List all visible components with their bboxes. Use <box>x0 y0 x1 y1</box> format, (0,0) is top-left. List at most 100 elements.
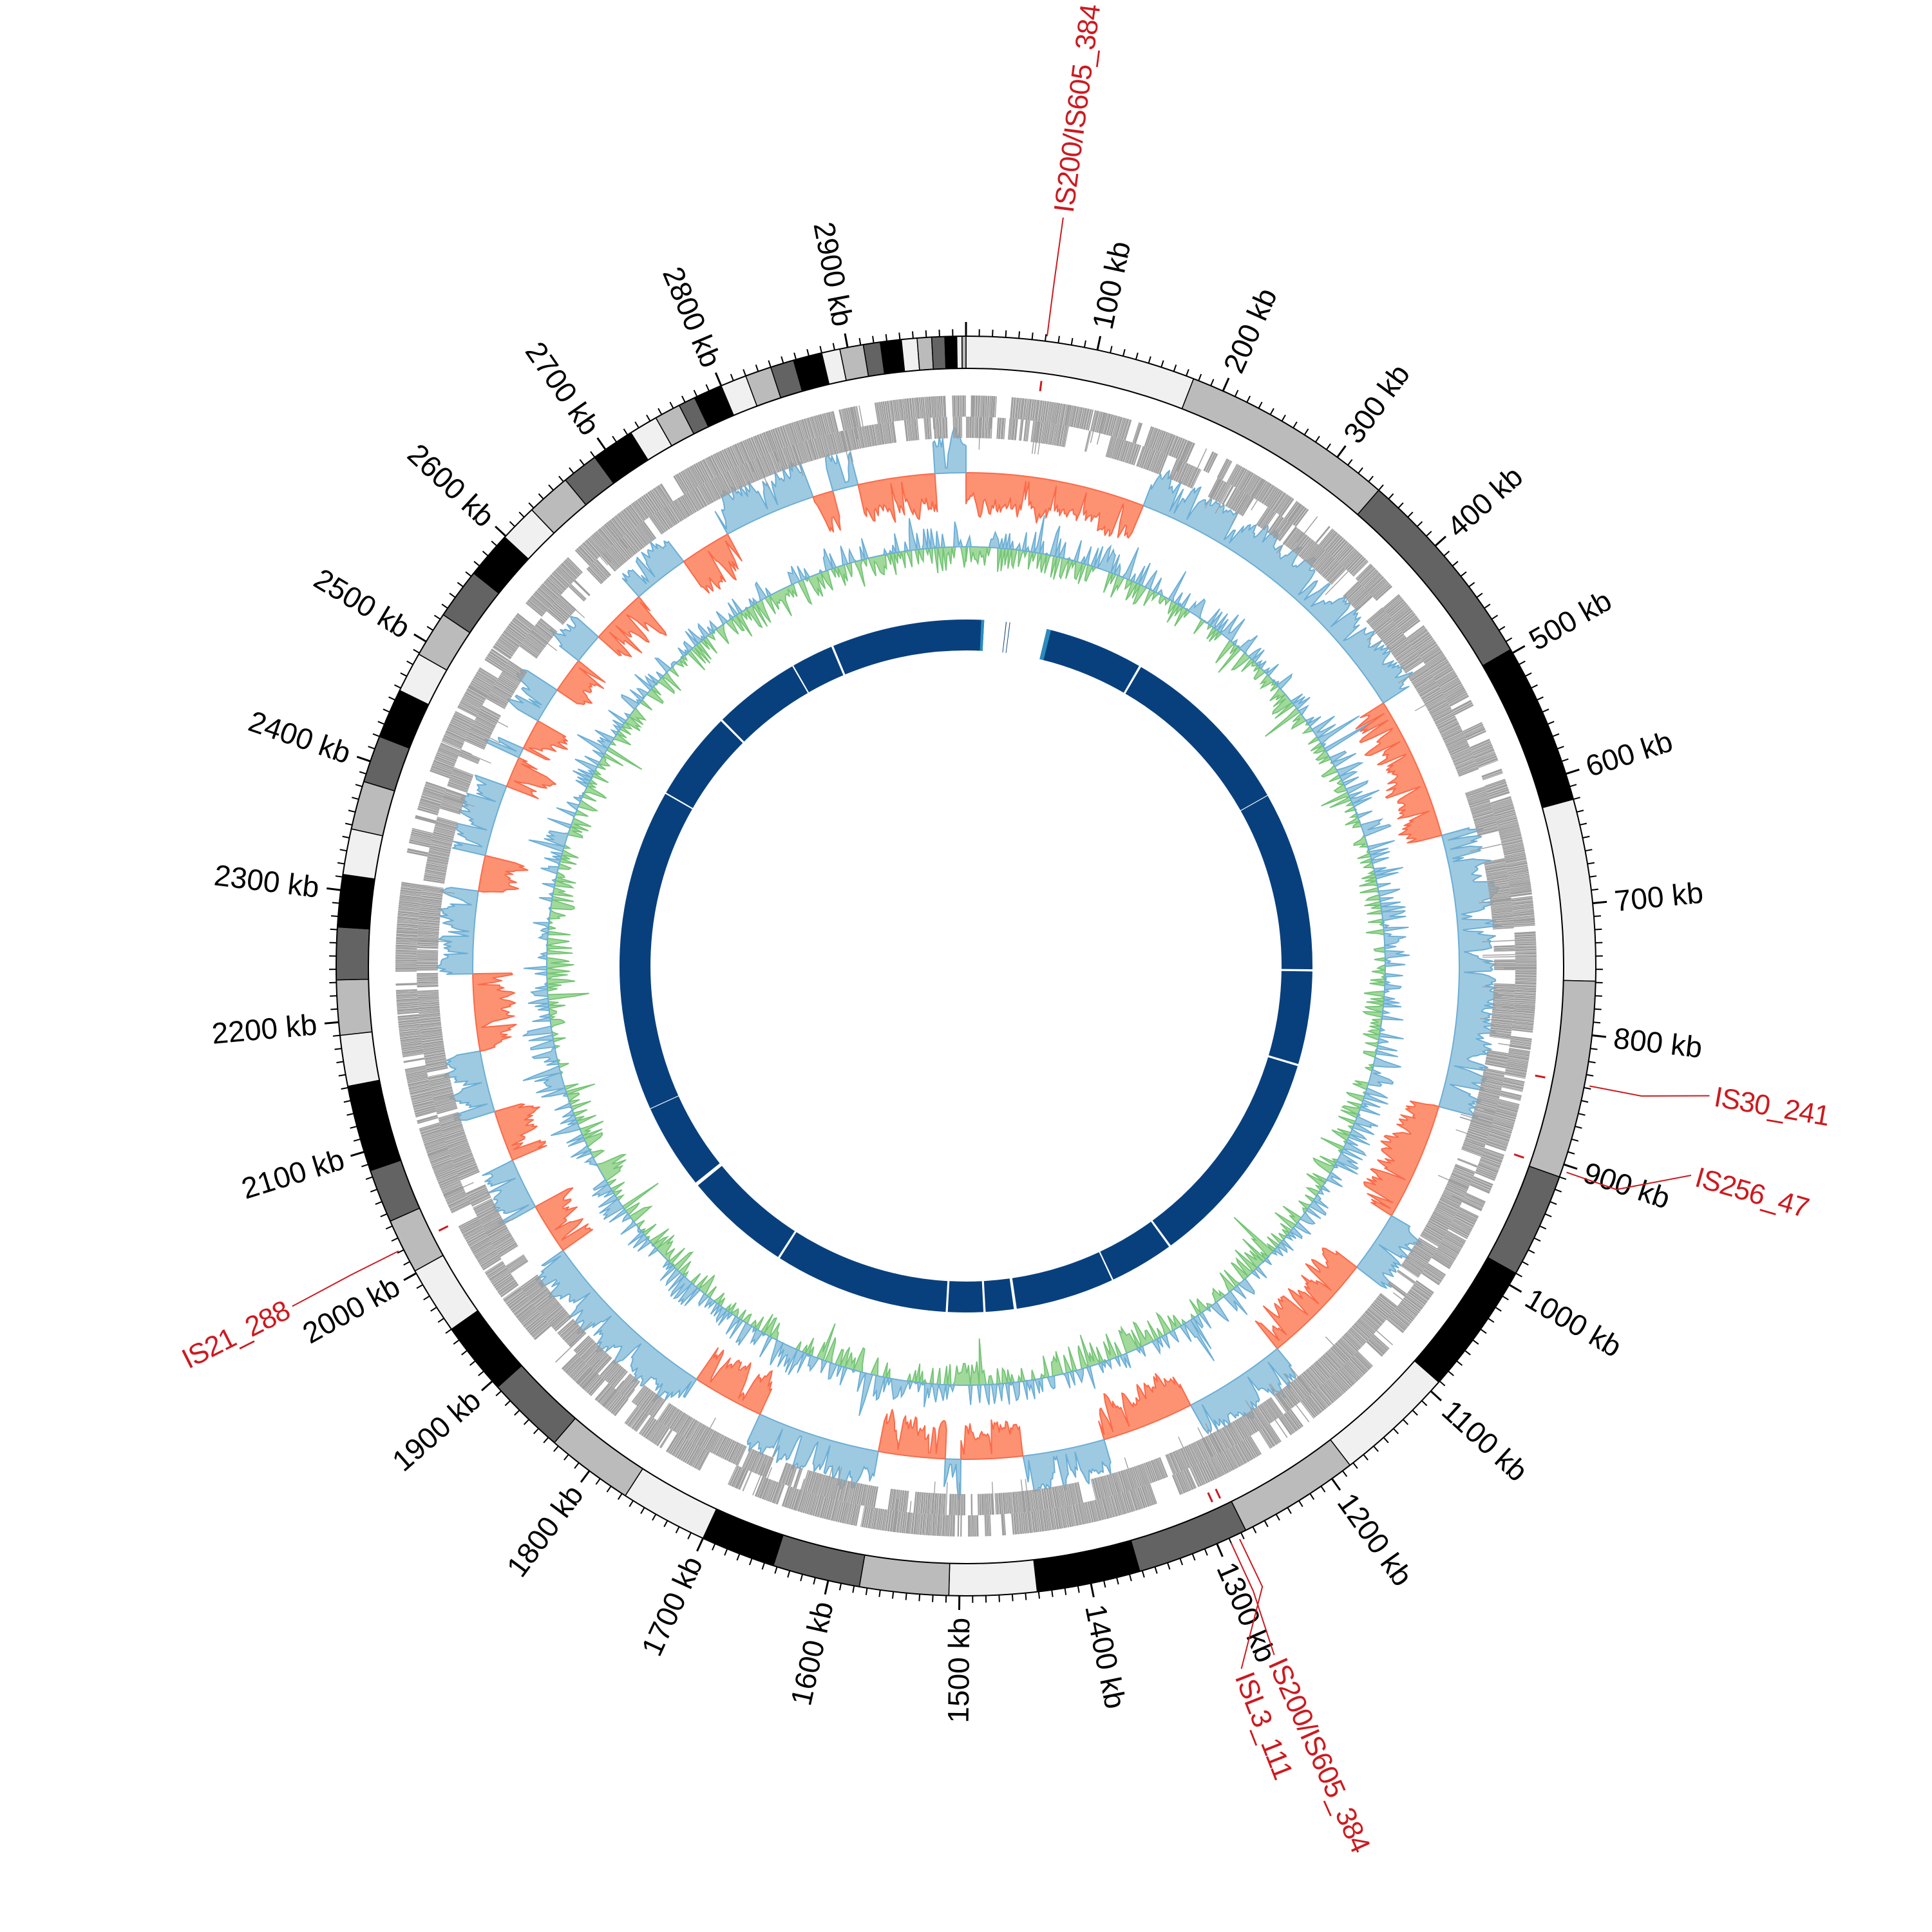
karyotype-band <box>916 336 934 371</box>
gene-feature <box>560 1321 577 1338</box>
minor-tick <box>1275 1513 1280 1521</box>
minor-tick <box>1407 511 1414 518</box>
gene-feature-long <box>1482 956 1515 958</box>
gene-feature <box>1508 873 1530 878</box>
gene-feature <box>1490 1032 1511 1037</box>
gene-feature <box>1446 1230 1466 1242</box>
gene-feature <box>1506 1061 1528 1066</box>
gene-feature <box>642 521 657 540</box>
gene-feature <box>424 1051 445 1056</box>
gene-feature <box>526 601 544 616</box>
gene-feature <box>508 660 527 674</box>
gene-feature <box>419 915 440 920</box>
gene-feature <box>1203 451 1215 471</box>
gene-feature <box>425 1059 447 1065</box>
minor-tick <box>1582 835 1590 838</box>
gene-feature <box>422 791 443 799</box>
gene-feature <box>1473 1108 1495 1116</box>
gene-feature <box>1264 487 1277 506</box>
gene-feature <box>1156 453 1166 475</box>
gene-feature <box>421 1036 443 1041</box>
gene-feature <box>1487 1050 1509 1055</box>
gene-feature <box>1368 1339 1385 1355</box>
gene-feature <box>406 1070 427 1076</box>
tick-label: 600 kb <box>1582 724 1676 783</box>
gene-feature <box>489 1267 508 1281</box>
gene-feature <box>455 1160 475 1169</box>
minor-tick <box>339 849 347 852</box>
gene-feature <box>1064 426 1069 448</box>
gene-feature <box>1485 867 1507 873</box>
gene-feature <box>925 397 929 419</box>
gene-feature <box>1214 1432 1226 1451</box>
gene-feature <box>1219 484 1231 504</box>
gene-feature <box>417 954 439 956</box>
gene-feature <box>596 1384 611 1401</box>
gene-feature <box>756 434 767 455</box>
gene-feature <box>1115 1472 1122 1493</box>
gene-feature <box>1022 1491 1027 1513</box>
gene-feature <box>395 941 417 943</box>
gene-feature <box>1101 1476 1108 1497</box>
gene-feature <box>1364 573 1381 589</box>
gene-feature <box>1444 734 1464 744</box>
gene-feature <box>1144 449 1153 470</box>
gene-feature <box>860 1484 867 1506</box>
minor-tick <box>774 1566 778 1574</box>
gene-feature <box>1352 1324 1370 1340</box>
gene-feature <box>991 395 994 417</box>
gene-feature <box>509 1296 527 1309</box>
gene-feature <box>447 783 468 792</box>
gene-feature <box>1127 1490 1135 1511</box>
minor-tick <box>1083 340 1086 348</box>
gene-feature <box>1050 423 1056 445</box>
gene-feature <box>1239 471 1252 491</box>
gene-feature <box>1513 920 1535 924</box>
gene-feature <box>1058 1486 1064 1507</box>
gene-feature <box>1367 609 1385 625</box>
gene-feature <box>397 1007 419 1012</box>
gene-feature <box>482 1216 502 1228</box>
gene-feature <box>1511 1028 1533 1033</box>
gene-feature <box>811 1472 819 1494</box>
gene-feature <box>987 1515 989 1537</box>
minor-tick <box>1544 1213 1552 1218</box>
gene-feature <box>1171 437 1181 457</box>
gene-feature <box>457 1165 478 1175</box>
gene-feature-long <box>1245 1400 1264 1428</box>
gene-feature <box>1421 1231 1441 1244</box>
gene-feature <box>898 399 902 421</box>
gene-feature <box>636 499 650 518</box>
gene-feature <box>1286 1411 1301 1430</box>
gene-feature <box>1504 1071 1526 1078</box>
gene-feature <box>527 1316 545 1332</box>
minor-tick <box>342 835 350 838</box>
gene-feature <box>920 397 924 419</box>
gene-feature <box>1399 615 1417 630</box>
gene-feature <box>762 455 772 476</box>
minor-tick <box>1539 1225 1547 1230</box>
gene-feature <box>522 1312 541 1327</box>
gene-feature <box>1175 1473 1186 1493</box>
gene-feature <box>505 1289 523 1303</box>
gene-feature <box>595 531 611 549</box>
gene-feature <box>1009 418 1012 440</box>
gene-feature <box>775 450 785 471</box>
gene-feature <box>813 1473 820 1494</box>
gene-feature <box>1500 831 1521 838</box>
gene-feature <box>424 1052 446 1058</box>
gene-feature <box>1324 1381 1340 1399</box>
minor-tick <box>1502 1295 1509 1301</box>
gene-feature <box>1052 1508 1057 1530</box>
gene-feature <box>702 483 714 503</box>
gene-feature <box>573 1335 590 1352</box>
gene-feature <box>1278 497 1293 516</box>
gene-feature <box>831 411 839 432</box>
gene-feature <box>691 1423 703 1443</box>
gene-feature <box>1180 1448 1190 1468</box>
gene-feature <box>1027 420 1030 442</box>
minor-tick <box>482 551 489 556</box>
gene-feature <box>1492 802 1513 810</box>
gene-feature <box>830 1499 838 1521</box>
gene-feature <box>435 1103 457 1110</box>
